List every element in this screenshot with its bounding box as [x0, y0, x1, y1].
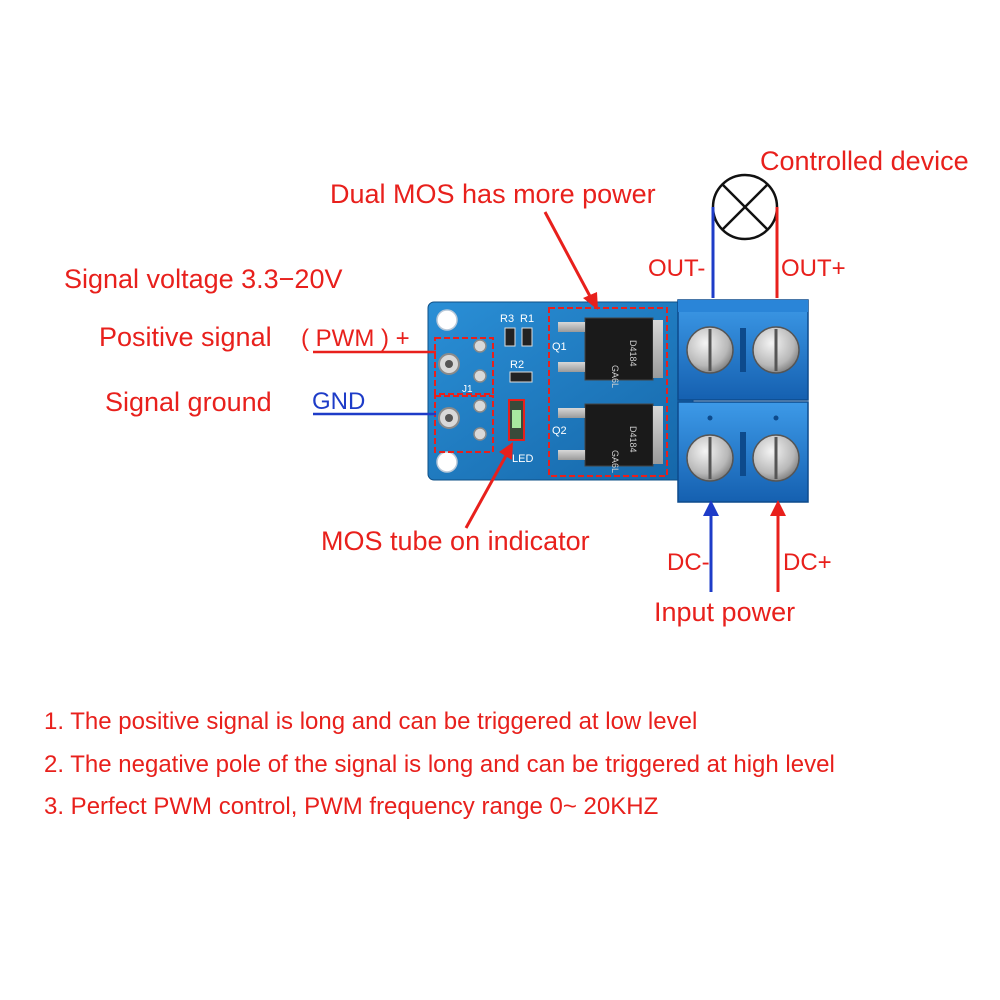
mos-indicator-label: MOS tube on indicator — [321, 526, 590, 556]
signal-ground-label: Signal ground — [105, 387, 272, 417]
dual-mos-label: Dual MOS has more power — [330, 179, 656, 209]
gnd-label: GND — [312, 388, 366, 415]
silkscreen-q1: Q1 — [552, 341, 567, 353]
dc-plus-label: DC+ — [783, 549, 832, 576]
note-1: 1. The positive signal is long and can b… — [44, 708, 698, 735]
resistor-r1 — [521, 327, 533, 347]
out-minus-label: OUT- — [648, 255, 706, 282]
resistor-r3 — [504, 327, 516, 347]
silkscreen-r3: R3 — [500, 313, 514, 325]
dc-minus-arrow — [703, 500, 719, 592]
mosfet-q2: GA6L D4184 — [558, 403, 663, 473]
chip-code-q1: GA6L — [610, 365, 620, 388]
dc-plus-arrow — [770, 500, 786, 592]
pwm-label: ( PWM ) + — [301, 325, 410, 352]
chip-marking-q1: D4184 — [628, 340, 638, 367]
silkscreen-r1: R1 — [520, 313, 534, 325]
chip-marking-q2: D4184 — [628, 426, 638, 453]
controlled-device-label: Controlled device — [760, 146, 969, 176]
dual-mos-arrow — [543, 211, 598, 310]
mosfet-area: Q1 Q2 GA6L D4184 GA6L D4184 — [548, 307, 668, 477]
signal-header: J1 — [434, 337, 494, 453]
positive-signal-label: Positive signal — [99, 322, 272, 352]
resistor-r2 — [509, 371, 533, 383]
note-2: 2. The negative pole of the signal is lo… — [44, 751, 835, 778]
signal-voltage-label: Signal voltage 3.3−20V — [64, 264, 343, 294]
dc-minus-label: DC- — [667, 549, 710, 576]
lamp-symbol — [711, 173, 779, 241]
mosfet-q1: GA6L D4184 — [558, 317, 663, 388]
input-power-label: Input power — [654, 597, 796, 627]
silkscreen-r2: R2 — [510, 359, 524, 371]
output-terminal-block — [677, 299, 809, 401]
chip-code-q2: GA6L — [610, 450, 620, 473]
smd-components: R3 R1 R2 LED — [500, 313, 534, 465]
note-3: 3. Perfect PWM control, PWM frequency ra… — [44, 793, 659, 820]
out-plus-label: OUT+ — [781, 255, 846, 282]
input-terminal-block — [677, 401, 809, 503]
silkscreen-j1: J1 — [462, 384, 473, 395]
mounting-hole — [436, 451, 458, 473]
mounting-hole — [436, 309, 458, 331]
led-arrow — [464, 442, 513, 529]
silkscreen-q2: Q2 — [552, 425, 567, 437]
silkscreen-led: LED — [512, 453, 533, 465]
